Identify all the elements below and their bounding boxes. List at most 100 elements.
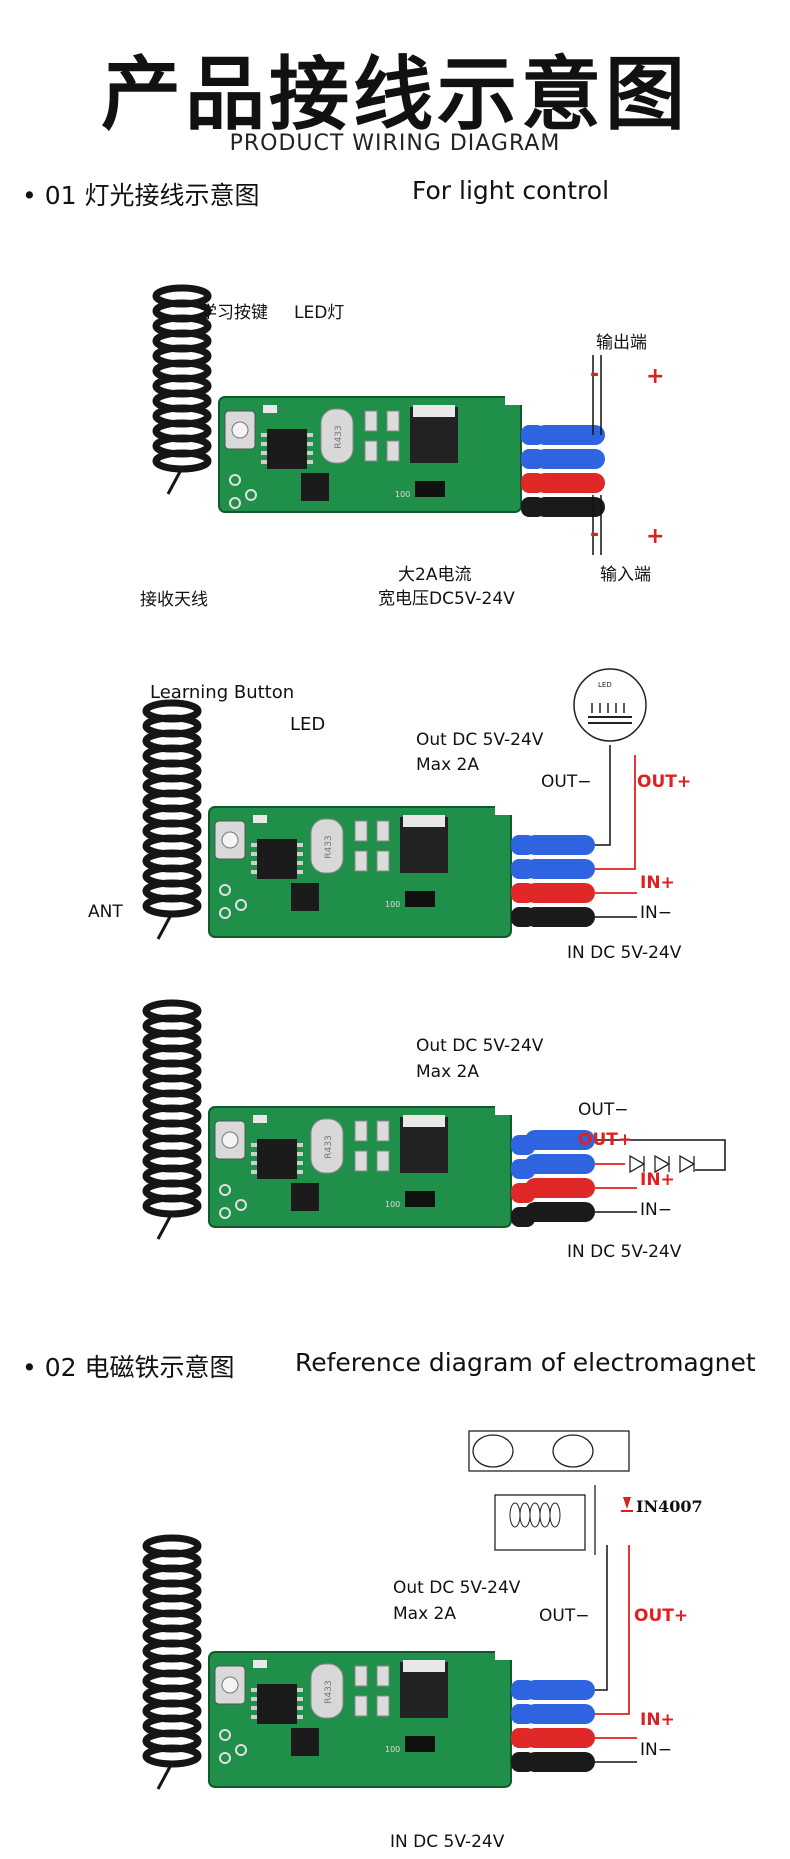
label-ant: ANT xyxy=(88,902,123,922)
decoder-chip xyxy=(291,1183,319,1211)
smd-component xyxy=(376,1665,390,1687)
chip-pin xyxy=(251,870,257,874)
label-max-2: Max 2A xyxy=(416,755,479,775)
lead-out-plus xyxy=(595,755,636,870)
pcb-notch xyxy=(495,1099,519,1115)
wire xyxy=(525,1202,595,1222)
chip-pin xyxy=(251,1697,257,1701)
antenna-coil-turn xyxy=(142,1744,202,1768)
lead-out-minus xyxy=(595,1545,608,1691)
label-in-minus-4: IN− xyxy=(640,1740,672,1760)
label-in-plus-3: IN+ xyxy=(640,1170,675,1190)
chip-pin xyxy=(297,1161,303,1165)
section-02-heading-en: Reference diagram of electromagnet xyxy=(295,1348,756,1377)
pcb-via xyxy=(219,884,231,896)
mosfet-tab xyxy=(403,815,445,827)
smd-component xyxy=(364,410,378,432)
wire xyxy=(525,835,595,855)
wire xyxy=(535,449,605,469)
smd-component xyxy=(354,820,368,842)
label-antenna: 接收天线 xyxy=(140,590,208,610)
chip-pin xyxy=(261,460,267,464)
chip-pin xyxy=(307,433,313,437)
led-smd xyxy=(263,405,277,413)
chip-marking: 100 xyxy=(395,490,410,499)
crystal-marking: R433 xyxy=(324,1135,334,1158)
antenna-coil-3 xyxy=(142,999,202,1240)
lead-out-minus xyxy=(595,745,611,846)
smd-component xyxy=(354,850,368,872)
led-diode xyxy=(679,1154,696,1174)
chip-pin xyxy=(297,1697,303,1701)
pcb-notch xyxy=(505,389,529,405)
smd-component xyxy=(354,1120,368,1142)
label-in-plus-2: IN+ xyxy=(640,873,675,893)
chip-pin xyxy=(251,1170,257,1174)
smd-component xyxy=(354,1665,368,1687)
coil-winding xyxy=(529,1502,541,1528)
label-in-minus-3: IN− xyxy=(640,1200,672,1220)
circuit-frame xyxy=(468,1430,630,1472)
diode-smd xyxy=(415,481,445,497)
chip-pin xyxy=(297,843,303,847)
wire xyxy=(525,1704,595,1724)
mosfet-tab xyxy=(403,1115,445,1127)
crystal xyxy=(320,408,354,464)
label-minus-bottom: - xyxy=(590,522,600,547)
label-learn-button: 学习按键 xyxy=(200,303,268,323)
decoder-chip xyxy=(301,473,329,501)
smd-component xyxy=(376,1120,390,1142)
antenna-coil-turn xyxy=(142,1194,202,1218)
mcu-chip xyxy=(267,429,307,469)
pcb-via xyxy=(219,1207,231,1219)
antenna-coil-turn xyxy=(152,449,212,473)
label-out-plus-2: OUT+ xyxy=(637,772,692,792)
label-led: LED灯 xyxy=(294,303,345,323)
button-cap xyxy=(231,421,249,439)
antenna-tail xyxy=(166,467,184,495)
electromagnet-circuit xyxy=(468,1430,633,1555)
chip-marking: 100 xyxy=(385,1745,400,1754)
pcb-via xyxy=(229,497,241,509)
section-01-heading: • 01 灯光接线示意图 xyxy=(22,181,260,210)
antenna-coil-turn xyxy=(142,894,202,918)
label-in-dc-2: IN DC 5V-24V xyxy=(567,943,682,963)
wire xyxy=(525,1130,595,1150)
mcu-chip xyxy=(257,1139,297,1179)
smd-component xyxy=(376,1150,390,1172)
smd-component xyxy=(354,1695,368,1717)
chip-pin xyxy=(297,870,303,874)
coil-winding xyxy=(509,1502,521,1528)
wires-4 xyxy=(525,1545,637,1772)
led-smd xyxy=(253,815,267,823)
page-subtitle: PRODUCT WIRING DIAGRAM xyxy=(229,131,561,156)
wire xyxy=(525,1752,595,1772)
wire xyxy=(525,883,595,903)
smd-component xyxy=(364,440,378,462)
antenna-tail xyxy=(156,1212,174,1240)
chip-pin xyxy=(261,433,267,437)
diode-smd xyxy=(405,1736,435,1752)
button-cap xyxy=(221,1676,239,1694)
wires-1 xyxy=(535,355,605,555)
label-in-plus-4: IN+ xyxy=(640,1710,675,1730)
led-smd xyxy=(253,1115,267,1123)
label-voltage: 宽电压DC5V-24V xyxy=(378,589,515,609)
crystal-marking: R433 xyxy=(324,1680,334,1703)
decoder-chip xyxy=(291,1728,319,1756)
chip-pin xyxy=(297,1715,303,1719)
wire xyxy=(525,907,595,927)
label-out-minus-2: OUT− xyxy=(541,772,592,792)
load-lamp xyxy=(552,1434,594,1468)
diode-smd xyxy=(405,891,435,907)
pcb-notch xyxy=(495,1644,519,1660)
antenna-tail xyxy=(156,912,174,940)
chip-pin xyxy=(297,1152,303,1156)
pcb-via xyxy=(235,1744,247,1756)
chip-pin xyxy=(261,451,267,455)
crystal-marking: R433 xyxy=(324,835,334,858)
label-max-3: Max 2A xyxy=(416,1062,479,1082)
label-diode: IN4007 xyxy=(636,1497,703,1516)
